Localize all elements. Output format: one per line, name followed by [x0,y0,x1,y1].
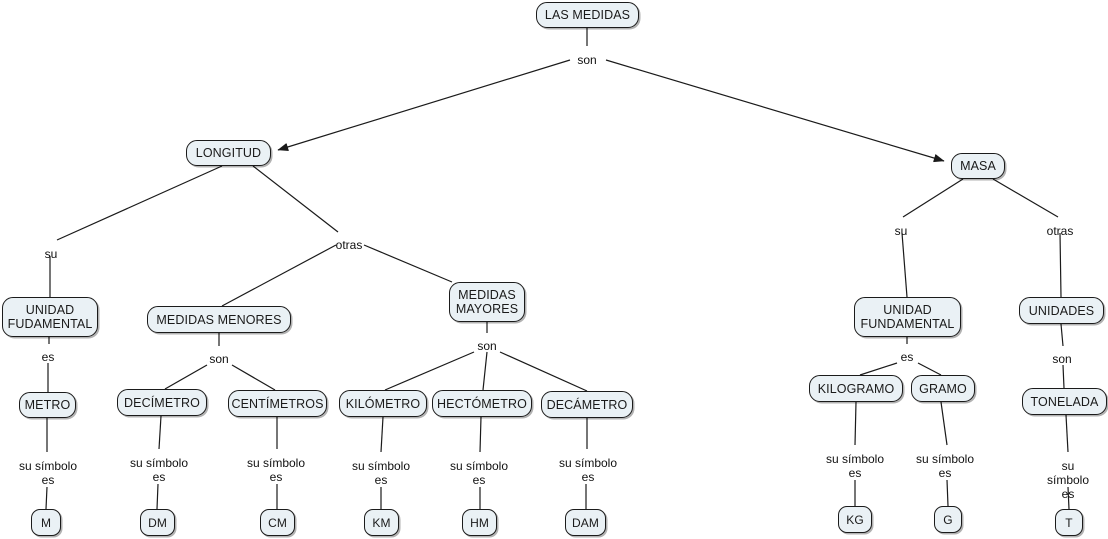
edge-label-lbl-sym-tonelada: su símbolo es [1046,459,1090,501]
edge-label-lbl-otras-longitud: otras [335,238,363,252]
edge-label-lbl-sym-kilogramo: su símbolo es [825,452,885,480]
node-kilogramo[interactable]: KILOGRAMO [809,375,903,402]
edge-label-lbl-son-unidades: son [1052,352,1072,366]
edge-e-sym-g [946,479,949,507]
node-hectometro[interactable]: HECTÓMETRO [432,390,532,417]
edge-label-lbl-sym-centimetro: su símbolo es [246,456,306,484]
edge-e-masa-su [902,178,964,218]
node-sym-t[interactable]: T [1055,509,1083,536]
edge-label-lbl-son-root: son [577,53,597,67]
edge-e-longitud-otras [252,165,339,233]
edge-label-lbl-sym-decimetro: su símbolo es [129,456,189,484]
node-kilometro[interactable]: KILÓMETRO [339,390,427,417]
edge-e-su-unidadfund [901,232,908,298]
edge-label-lbl-son-mayores: son [477,339,497,353]
node-sym-cm[interactable]: CM [260,509,295,536]
edge-e-otras-mayores [363,244,453,283]
node-unidad-fundamental[interactable]: UNIDAD FUNDAMENTAL [854,297,961,337]
node-decametro[interactable]: DECÁMETRO [541,391,633,418]
node-unidades[interactable]: UNIDADES [1019,297,1104,324]
node-sym-m[interactable]: M [31,509,61,536]
edge-e-kilometro-sym [380,416,384,453]
node-unidad-fudamental[interactable]: UNIDAD FUDAMENTAL [2,297,98,337]
edge-e-son-masa [605,59,945,163]
node-tonelada[interactable]: TONELADA [1022,388,1107,415]
edge-e-longitud-su [56,165,223,241]
node-sym-kg[interactable]: KG [838,506,872,533]
edge-label-lbl-son-menores: son [209,352,229,366]
edge-label-lbl-su-masa: su [894,224,908,238]
edge-e-son-longitud [277,59,571,152]
edge-e-otras-unidades [1059,232,1062,298]
edge-e-sym-m [45,486,48,510]
edge-e-unidades-son [1060,323,1064,347]
node-sym-hm[interactable]: HM [462,509,497,536]
edge-e-otras-menores [221,244,337,307]
node-longitud[interactable]: LONGITUD [186,140,271,166]
edge-label-lbl-sym-gramo: su símbolo es [915,452,975,480]
edge-label-lbl-sym-hectometro: su símbolo es [449,459,509,487]
edge-e-son-hectometro [482,351,488,391]
edge-e-kilogramo-sym [854,401,857,446]
edge-e-son-decametro [499,351,588,392]
edge-e-tonelada-sym [1065,414,1069,453]
node-medidas-menores[interactable]: MEDIDAS MENORES [147,306,291,333]
edge-e-masa-otras [992,178,1059,218]
edge-e-hectometro-sym [479,416,482,453]
node-gramo[interactable]: GRAMO [911,375,975,402]
node-medidas-mayores[interactable]: MEDIDAS MAYORES [449,282,525,322]
edge-label-lbl-es-masa: es [900,350,914,364]
edge-label-lbl-es-longitud: es [41,350,55,364]
edge-label-lbl-sym-decametro: su símbolo es [558,456,618,484]
edge-label-lbl-sym-kilometro: su símbolo es [351,459,411,487]
node-sym-dm[interactable]: DM [140,509,175,536]
node-sym-dam[interactable]: DAM [565,509,606,536]
edge-e-son-kilometro [384,351,475,391]
edge-label-lbl-otras-masa: otras [1046,224,1074,238]
edge-e-es-kilogramo [859,362,898,376]
edge-e-sym-dm [156,483,159,510]
edge-e-son-centimetros [231,364,276,391]
node-sym-km[interactable]: KM [364,509,399,536]
edge-e-decimetro-sym [158,415,162,450]
edge-label-lbl-sym-metro: su símbolo es [18,459,78,487]
node-sym-g[interactable]: G [934,506,962,533]
edge-e-son-decimetro [164,364,208,390]
edge-e-gramo-sym [940,401,948,446]
node-metro[interactable]: METRO [19,392,76,418]
node-decimetro[interactable]: DECÍMETRO [117,389,207,416]
node-masa[interactable]: MASA [951,153,1005,179]
edge-e-son-tonelada [1062,364,1065,389]
edge-e-es-gramo [917,362,942,376]
node-las-medidas[interactable]: LAS MEDIDAS [536,2,639,28]
edge-label-lbl-su-longitud: su [44,247,58,261]
node-centimetros[interactable]: CENTÍMETROS [228,390,327,417]
